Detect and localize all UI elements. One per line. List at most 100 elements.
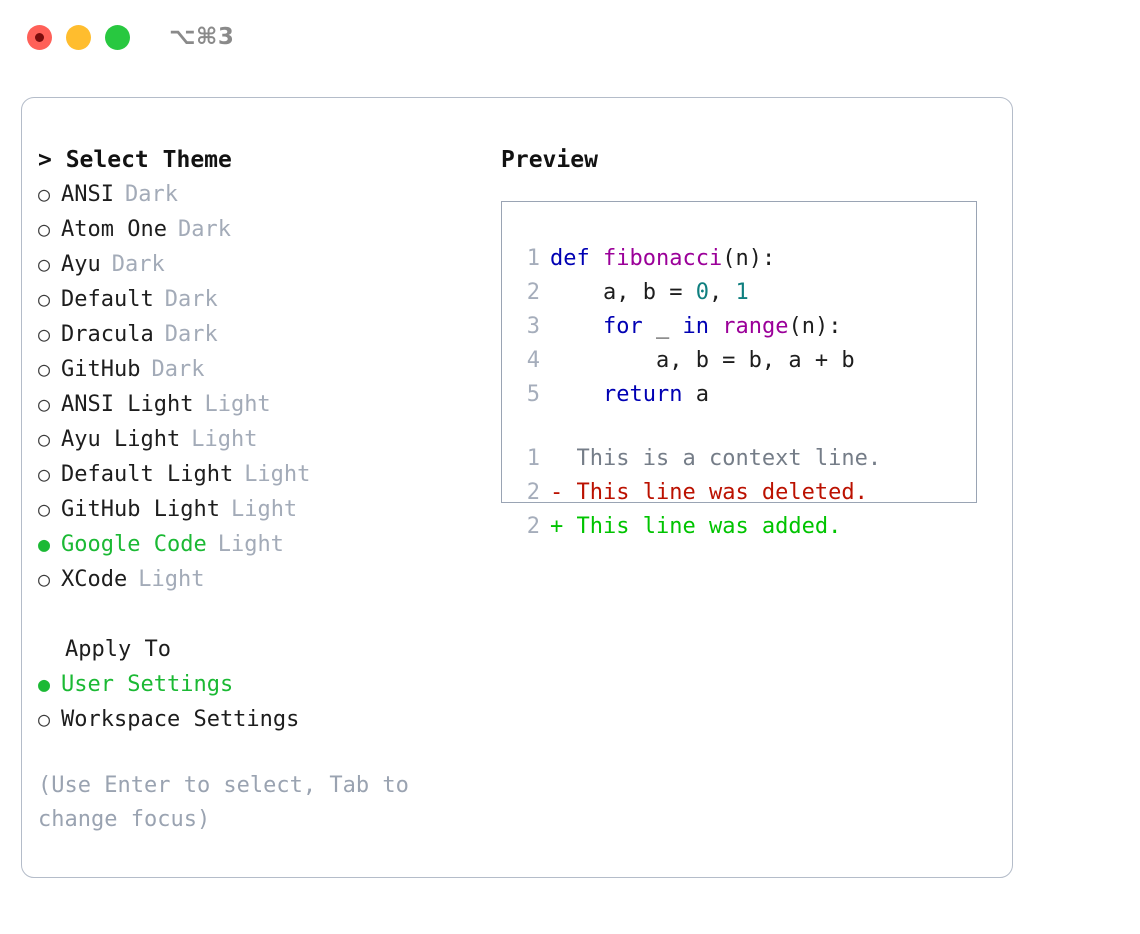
theme-variant-tag: Dark [177,217,231,242]
radio-unselected-icon: ○ [38,462,51,486]
code-line-text: a, b = b, a + b [550,344,855,378]
code-token-fn: fibonacci [602,246,723,271]
code-token-plain: _ [642,314,683,339]
theme-variant-tag: Light [191,427,258,452]
diff-marker [550,442,577,476]
code-token-plain: a, b = b, a + b [550,348,855,373]
theme-variant-tag: Light [217,532,284,557]
theme-option-github[interactable]: ○ GitHub Dark [38,352,478,387]
diff-line-text: This line was deleted. [576,480,868,505]
theme-option-ansi[interactable]: ○ ANSI Dark [38,177,478,212]
theme-option-label: ANSI [61,182,114,207]
code-token-plain [550,382,603,407]
code-token-kw: for [602,314,643,339]
radio-unselected-icon: ○ [38,392,51,416]
traffic-lights [27,25,130,50]
code-token-kw: return [602,382,683,407]
diff-line-del: 2- This line was deleted. [502,476,976,510]
radio-unselected-icon: ○ [38,287,51,311]
theme-variant-tag: Light [244,462,311,487]
theme-option-label: Dracula [61,322,154,347]
code-token-plain: , [708,280,736,305]
code-token-plain [550,314,603,339]
theme-option-label: GitHub Light [61,497,220,522]
theme-option-label: Ayu [61,252,101,277]
radio-unselected-icon: ○ [38,322,51,346]
apply-to-option-label: Workspace Settings [61,707,300,732]
diff-sample: 1 This is a context line.2- This line wa… [502,442,976,544]
code-token-num: 1 [735,280,749,305]
code-token-fn: range [722,314,789,339]
radio-unselected-icon: ○ [38,357,51,381]
diff-line-add: 2 + This line was added. [502,510,976,544]
theme-option-label: Default Light [61,462,234,487]
theme-option-label: Ayu Light [61,427,181,452]
theme-variant-tag: Dark [111,252,165,277]
select-theme-heading: > Select Theme [38,147,232,173]
code-line-text: def fibonacci(n): [550,242,775,276]
radio-unselected-icon: ○ [38,217,51,241]
theme-option-label: Default [61,287,154,312]
theme-variant-tag: Dark [164,287,218,312]
line-number: 3 [526,314,540,339]
code-token-plain: a, b = [550,280,696,305]
diff-line-text: This line was added. [576,514,842,539]
radio-unselected-icon: ○ [38,497,51,521]
theme-option-google-code[interactable]: ● Google Code Light [38,527,478,562]
apply-to-option-workspace-settings[interactable]: ○ Workspace Settings [38,702,478,737]
apply-to-option-list[interactable]: ●User Settings ○ Workspace Settings [38,667,478,737]
code-token-kw: in [682,314,709,339]
theme-option-label: XCode [61,567,128,592]
line-number: 1 [526,246,540,271]
radio-unselected-icon: ○ [38,182,51,206]
line-number: 4 [526,348,540,373]
theme-option-default-light[interactable]: ○ Default Light Light [38,457,478,492]
code-line-text: for _ in range(n): [550,310,841,344]
theme-option-label: Google Code [61,532,207,557]
diff-marker: + [550,514,577,539]
minimize-button[interactable] [66,25,91,50]
close-button[interactable] [27,25,52,50]
keyboard-hint-text: (Use Enter to select, Tab to change focu… [38,773,409,832]
line-number: 5 [526,382,540,407]
diff-line-text: This is a context line. [576,446,882,471]
line-number: 2 [526,480,540,505]
line-number: 2 [526,514,540,539]
line-number: 1 [526,446,540,471]
radio-selected-icon: ● [38,532,51,556]
diff-line-ctx: 1 This is a context line. [502,442,976,476]
diff-marker: - [550,480,577,505]
theme-option-dracula[interactable]: ○ Dracula Dark [38,317,478,352]
theme-variant-tag: Dark [124,182,178,207]
code-token-plain: a [682,382,709,407]
title-bar: ⌥⌘3 [0,0,1140,76]
theme-variant-tag: Light [204,392,271,417]
theme-variant-tag: Dark [151,357,205,382]
maximize-button[interactable] [105,25,130,50]
theme-variant-tag: Dark [164,322,218,347]
theme-option-default[interactable]: ○ Default Dark [38,282,478,317]
code-line: 3 for _ in range(n): [502,310,976,344]
radio-unselected-icon: ○ [38,707,51,731]
theme-variant-tag: Light [138,567,205,592]
code-token-kw: def [550,246,603,271]
apply-to-option-label: User Settings [61,672,234,697]
code-line: 5 return a [502,378,976,412]
code-line-text: a, b = 0, 1 [550,276,749,310]
theme-option-label: GitHub [61,357,141,382]
apply-to-option-user-settings[interactable]: ●User Settings [38,667,478,702]
code-token-plain: (n): [722,246,776,271]
